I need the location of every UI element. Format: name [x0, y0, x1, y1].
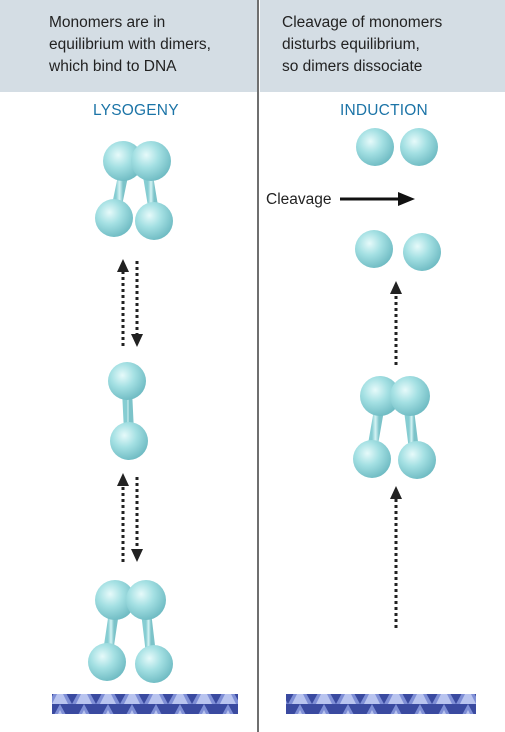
- lysogeny-dna: [52, 694, 238, 714]
- induction-arrow-upper: [390, 281, 402, 365]
- lysogeny-equilibrium-arrows-top: [117, 259, 143, 347]
- induction-arrow-lower: [390, 486, 402, 628]
- induction-dna: [286, 694, 476, 714]
- lysogeny-monomer: [108, 362, 148, 460]
- cleavage-arrow: [340, 192, 415, 206]
- cleavage-label: Cleavage: [266, 191, 332, 208]
- lysogeny-equilibrium-arrows-bottom: [117, 473, 143, 562]
- induction-cleaved-dimer: [355, 128, 441, 271]
- induction-title: INDUCTION: [340, 102, 428, 119]
- lysogeny-header-line-2: equilibrium with dimers,: [49, 36, 211, 53]
- lysogeny-title: LYSOGENY: [93, 102, 179, 119]
- lysogeny-dimer-bound: [88, 580, 173, 683]
- induction-header-line-2: disturbs equilibrium,: [282, 36, 420, 53]
- induction-header-line-3: so dimers dissociate: [282, 58, 423, 75]
- lysogeny-header-line-1: Monomers are in: [49, 14, 166, 31]
- induction-dimer: [353, 376, 436, 479]
- lysogeny-header-line-3: which bind to DNA: [49, 58, 177, 75]
- induction-header-line-1: Cleavage of monomers: [282, 14, 443, 31]
- panel-divider: [257, 0, 259, 732]
- induction-header: Cleavage of monomers disturbs equilibriu…: [260, 0, 505, 92]
- lysogeny-header: Monomers are in equilibrium with dimers,…: [0, 0, 257, 92]
- lysogeny-dimer-top: [95, 141, 173, 240]
